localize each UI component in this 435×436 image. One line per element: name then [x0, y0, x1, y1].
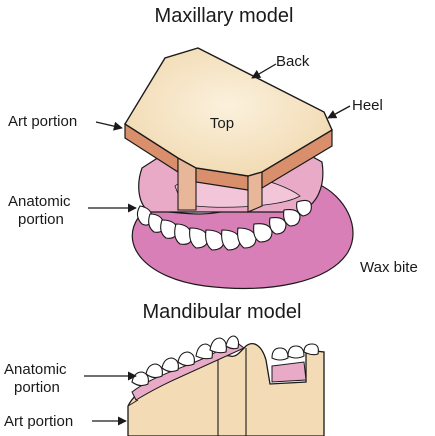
maxillary-top-face	[124, 47, 333, 177]
back-label: Back	[276, 53, 310, 70]
mandibular-base-ledge	[127, 399, 139, 407]
maxillary-title: Maxillary model	[155, 5, 294, 27]
maxillary-anatomic-label-line1: Anatomic	[8, 193, 71, 210]
mandibular-gum-right	[271, 361, 307, 383]
mandibular-anatomic-label-line1: Anatomic	[4, 361, 67, 378]
wax-bite-label: Wax bite	[360, 259, 418, 276]
maxillary-side-notch-right	[247, 171, 263, 213]
mandibular-anatomic-label-line2: portion	[14, 379, 60, 396]
maxillary-teeth	[136, 199, 312, 251]
heel-arrow	[327, 105, 351, 119]
mandibular-title: Mandibular model	[143, 301, 302, 323]
mandibular-art-portion-label: Art portion	[4, 413, 73, 430]
maxillary-art-portion-label: Art portion	[8, 113, 77, 130]
maxillary-art-portion-arrow	[95, 121, 123, 131]
maxillary-anatomic-label-line2: portion	[18, 211, 64, 228]
top-label: Top	[210, 115, 234, 132]
heel-label: Heel	[352, 97, 383, 114]
back-arrow	[251, 63, 277, 79]
